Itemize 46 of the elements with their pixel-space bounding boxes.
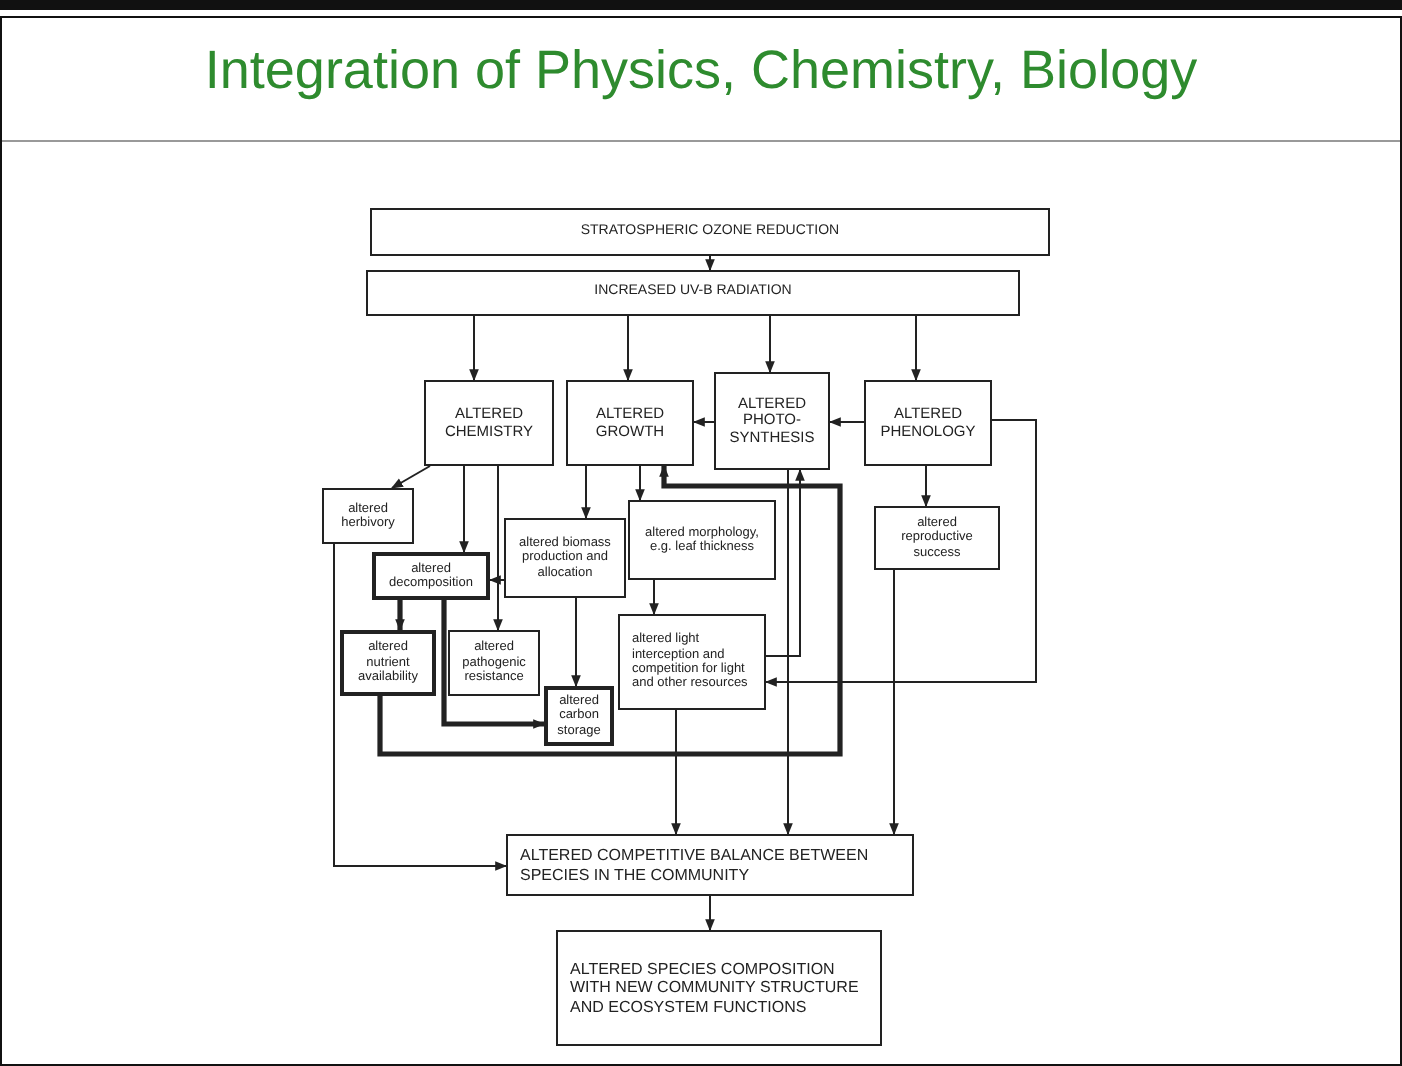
arrow [889,569,899,836]
arrow [441,600,546,729]
highlighted-box [544,686,614,746]
node-text: ALTERED SPECIES COMPOSITION WITH NEW COMMUNITY STRUCTURE AND ECOSYSTEM FUNCTIONS [570,960,861,1016]
arrow [692,417,715,427]
arrow [783,469,793,836]
process-box [864,380,992,466]
highlighted-box [372,552,490,600]
arrow [581,465,591,520]
arrow [649,579,659,616]
arrow [635,465,645,502]
node-text: ALTERED COMPETITIVE BALANCE BETWEEN SPECIES IN THE COMMUNITY [520,846,871,884]
arrow [623,315,633,382]
process-box [424,380,554,466]
arrow [571,597,581,688]
arrow [911,315,921,382]
arrow [705,895,715,932]
arrow [395,600,405,632]
arrow [488,575,505,585]
arrow [459,465,469,554]
arrow [493,465,503,632]
process-box [366,270,1020,316]
arrow [390,465,431,489]
process-box [448,630,540,696]
arrow [469,315,479,382]
process-box [566,380,694,466]
process-box [370,208,1050,256]
arrow [764,419,1037,687]
arrow [333,543,508,871]
arrow [705,255,715,272]
arrow [828,417,865,427]
process-box [504,518,626,598]
arrow [377,464,843,757]
highlighted-box [340,630,436,696]
arrow [921,465,931,508]
process-box [618,614,766,710]
process-box [556,930,882,1046]
arrow [765,315,775,374]
arrow [671,709,681,836]
process-box [714,372,830,470]
arrow [765,468,805,657]
process-box [322,488,414,544]
process-box [874,506,1000,570]
process-box [506,834,914,896]
slide-title: Integration of Physics, Chemistry, Biology [202,40,1200,102]
process-box [628,500,776,580]
